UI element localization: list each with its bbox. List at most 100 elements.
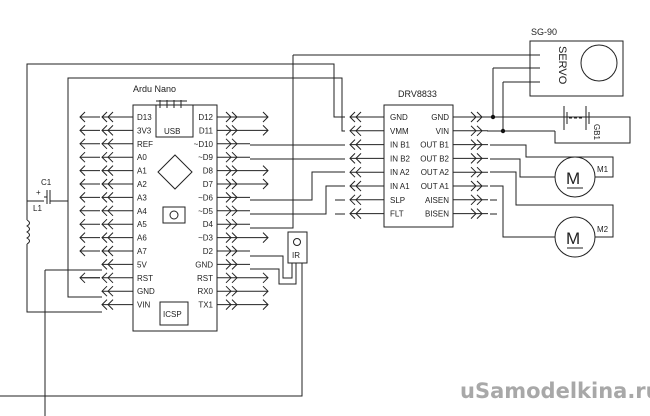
- junction-dot: [500, 128, 506, 134]
- inductor-label: L1: [33, 204, 42, 213]
- arduino-pin-label: GND: [137, 287, 155, 296]
- drv-pin-ina1: IN A1: [349, 180, 410, 192]
- arduino-pin-a1: A1: [79, 165, 147, 176]
- drv-pin-label: GND: [390, 113, 408, 122]
- arduino-pin-d6: ~D6: [198, 192, 250, 203]
- drv-pin-outa1: OUT A1: [421, 180, 488, 192]
- servo-horn-circle: [580, 44, 618, 82]
- drv-pin-aisen: AISEN: [425, 194, 488, 206]
- capacitor-label: C1: [41, 178, 52, 187]
- watermark: uSamodelkina.ru: [460, 379, 650, 403]
- arduino-pin-rst: RST: [197, 272, 269, 284]
- inductor-symbol: [26, 219, 30, 245]
- arduino-pin-label: A6: [137, 234, 147, 243]
- arduino-pin-a6: A6: [79, 232, 147, 243]
- arduino-pin-rst: RST: [79, 272, 153, 284]
- arduino-pin-label: ~D3: [198, 234, 213, 243]
- arduino-pin-rx0: RX0: [197, 285, 269, 297]
- arduino-pin-a0: A0: [79, 151, 147, 163]
- drv-pin-label: IN B2: [390, 154, 411, 163]
- drv-pin-vmm: VMM: [349, 125, 409, 137]
- arduino-pin-a2: A2: [79, 178, 147, 190]
- arduino-pin-label: 5V: [137, 260, 147, 269]
- arduino-pin-a4: A4: [79, 205, 147, 217]
- drv-pin-label: BISEN: [425, 210, 449, 219]
- arduino-pin-d10: ~D10: [194, 138, 250, 150]
- arduino-pin-label: RX0: [197, 287, 213, 296]
- arduino-pin-d7: D7: [203, 178, 269, 190]
- drv-pin-label: VIN: [436, 127, 450, 136]
- arduino-pin-gnd: GND: [101, 285, 155, 297]
- servo-label: SERVO: [556, 46, 568, 85]
- arduino-pin-label: A3: [137, 193, 147, 202]
- usb-label: USB: [164, 127, 180, 136]
- motor1-symbol: M: [566, 169, 580, 188]
- arduino-pin-label: GND: [195, 260, 213, 269]
- servo-title: SG-90: [531, 27, 557, 37]
- drv-pin-gnd: GND: [349, 111, 408, 123]
- arduino-pin-label: A1: [137, 167, 147, 176]
- chip-symbol: [157, 154, 193, 190]
- servo-body: [529, 40, 624, 97]
- arduino-right-pins: D12D11~D10~D9D8D7~D6~D5D4~D3D2GNDRSTRX0T…: [194, 111, 269, 310]
- arduino-pin-tx1: TX1: [198, 299, 269, 310]
- arduino-pin-a7: A7: [79, 245, 147, 257]
- arduino-pin-d12: D12: [198, 111, 269, 123]
- ir-receiver-body: [287, 231, 308, 264]
- drv-pin-label: IN A1: [390, 182, 410, 191]
- arduino-pin-label: A0: [137, 153, 147, 162]
- arduino-pin-label: D2: [203, 247, 214, 256]
- arduino-pin-d9: ~D9: [198, 151, 250, 163]
- wires: [0, 54, 631, 416]
- drv-pin-gnd: GND: [431, 111, 488, 123]
- motor2-label: M2: [597, 225, 609, 234]
- arduino-pin-a3: A3: [79, 192, 147, 203]
- icsp-label: ICSP: [163, 310, 182, 319]
- drv-pin-slp: SLP: [349, 194, 405, 206]
- drv-pin-label: OUT B2: [420, 154, 449, 163]
- arduino-pin-label: ~D10: [194, 140, 214, 149]
- capacitor-symbol: [44, 190, 68, 204]
- battery-label: GB1: [592, 124, 601, 141]
- drv-pin-label: OUT A2: [421, 168, 450, 177]
- arduino-pin-label: ~D5: [198, 207, 213, 216]
- drv-pin-bisen: BISEN: [425, 208, 488, 219]
- drv-pin-outb2: OUT B2: [420, 153, 488, 164]
- usb-pins: [156, 100, 187, 108]
- drv-pin-inb2: IN B2: [349, 153, 411, 164]
- drv8833-left-pins: GND VMM IN B1 IN B2 IN A2 IN A1 SLP FLT: [349, 111, 411, 219]
- ir-label: IR: [292, 251, 300, 260]
- arduino-pin-label: D8: [203, 167, 214, 176]
- arduino-pin-label: A7: [137, 247, 147, 256]
- arduino-pin-label: ~D6: [198, 193, 213, 202]
- drv-pin-label: OUT A1: [421, 182, 450, 191]
- drv-pin-label: VMM: [390, 127, 409, 136]
- drv-pin-outa2: OUT A2: [421, 166, 488, 178]
- drv-pin-ina2: IN A2: [349, 166, 410, 178]
- arduino-title: Ardu Nano: [133, 84, 176, 94]
- arduino-pin-d2: D2: [203, 245, 250, 257]
- battery-symbol: [563, 106, 590, 130]
- drv-pin-label: IN A2: [390, 168, 410, 177]
- junction-dot: [490, 114, 496, 120]
- drv8833-body: [383, 104, 454, 228]
- reset-button: [162, 206, 186, 224]
- drv-pin-flt: FLT: [349, 208, 404, 219]
- arduino-pin-vin: VIN: [101, 299, 151, 310]
- arduino-pin-d13: D13: [79, 111, 152, 123]
- arduino-pin-label: D7: [203, 180, 214, 189]
- drv-pin-outb1: OUT B1: [420, 139, 488, 150]
- arduino-pin-label: TX1: [198, 301, 213, 310]
- arduino-pin-label: 3V3: [137, 126, 152, 135]
- ir-lens: [293, 238, 301, 246]
- drv-pin-label: SLP: [390, 196, 405, 205]
- arduino-pin-label: VIN: [137, 301, 151, 310]
- drv-pin-inb1: IN B1: [349, 139, 411, 150]
- reset-button-circle: [169, 210, 179, 220]
- arduino-pin-d4: D4: [203, 218, 250, 230]
- arduino-pin-ref: REF: [79, 138, 153, 150]
- arduino-pin-label: D13: [137, 113, 152, 122]
- arduino-pin-d5: ~D5: [198, 205, 250, 217]
